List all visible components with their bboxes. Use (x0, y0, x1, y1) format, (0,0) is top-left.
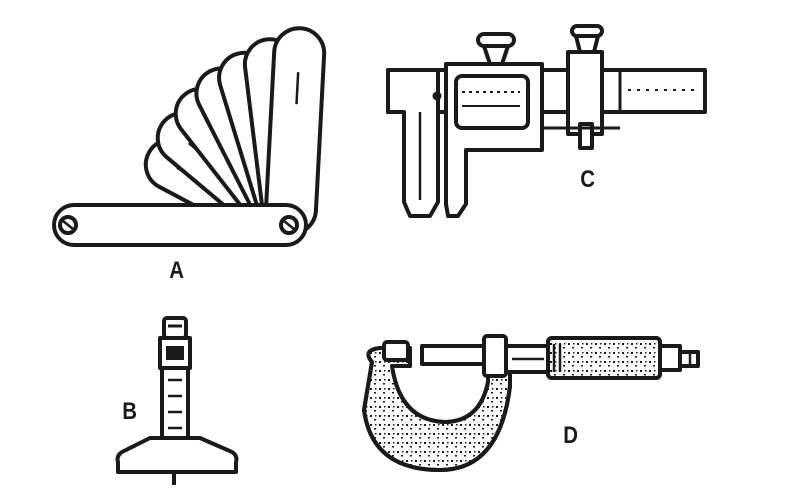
outside-micrometer-icon (362, 334, 700, 472)
feeler-gauge-icon (52, 26, 327, 247)
label-a: A (169, 257, 185, 284)
vernier-caliper-icon (386, 24, 707, 218)
depth-micrometer-icon (115, 316, 239, 485)
label-c: C (580, 166, 596, 193)
label-d: D (563, 422, 579, 449)
label-b: B (122, 398, 138, 425)
